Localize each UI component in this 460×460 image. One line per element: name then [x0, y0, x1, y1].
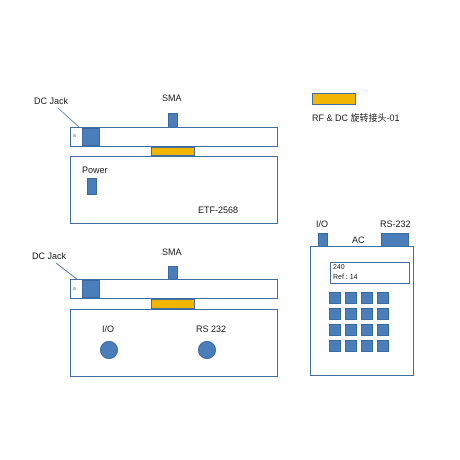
top-sma-label: SMA [162, 93, 182, 103]
keypad-key [361, 340, 373, 352]
handheld-rs232-connector [381, 233, 409, 247]
bottom-dc-jack-label: DC Jack [32, 251, 67, 261]
keypad-key [329, 308, 341, 320]
handheld-display-line1: 240 [333, 264, 345, 271]
top-dc-jack-label: DC Jack [34, 96, 69, 106]
keypad-key [345, 340, 357, 352]
handheld-io-label: I/O [316, 219, 329, 229]
top-power-label: Power [82, 165, 108, 175]
keypad-key [361, 292, 373, 304]
top-rotary-strip [70, 127, 278, 147]
bottom-rs232-port [198, 341, 216, 359]
keypad-key [361, 324, 373, 336]
bottom-io-label: I/O [102, 324, 115, 334]
bottom-rs232-label: RS 232 [196, 324, 227, 334]
handheld-rs232-label: RS-232 [380, 219, 411, 229]
bottom-rotary-strip [70, 279, 278, 299]
keypad-key [361, 308, 373, 320]
keypad-key [377, 340, 389, 352]
keypad-key [329, 340, 341, 352]
bottom-dc-jack [82, 280, 100, 298]
bottom-rotary-joint [151, 299, 195, 309]
top-model-label: ETF-2568 [198, 205, 239, 215]
top-power-switch [87, 178, 97, 195]
top-rotary-joint [151, 147, 195, 156]
bottom-sma-connector [168, 266, 178, 280]
keypad-key [377, 308, 389, 320]
handheld-io-connector [318, 233, 328, 247]
legend-swatch [312, 93, 356, 105]
top-marker: a [73, 133, 76, 139]
handheld-display [330, 262, 410, 284]
keypad-key [345, 308, 357, 320]
bottom-io-port [100, 341, 118, 359]
bottom-device-body [70, 309, 278, 377]
bottom-sma-label: SMA [162, 247, 182, 257]
legend-label: RF & DC 旋转接头-01 [312, 113, 400, 123]
handheld-display-line2: Ref : 14 [333, 274, 358, 281]
keypad-key [345, 292, 357, 304]
keypad-key [377, 324, 389, 336]
top-dc-jack [82, 128, 100, 146]
handheld-ac-label: AC [352, 235, 365, 245]
top-device-body [70, 156, 278, 224]
keypad-key [345, 324, 357, 336]
keypad-key [329, 324, 341, 336]
keypad-key [377, 292, 389, 304]
keypad-key [329, 292, 341, 304]
bottom-marker: a [73, 286, 76, 292]
